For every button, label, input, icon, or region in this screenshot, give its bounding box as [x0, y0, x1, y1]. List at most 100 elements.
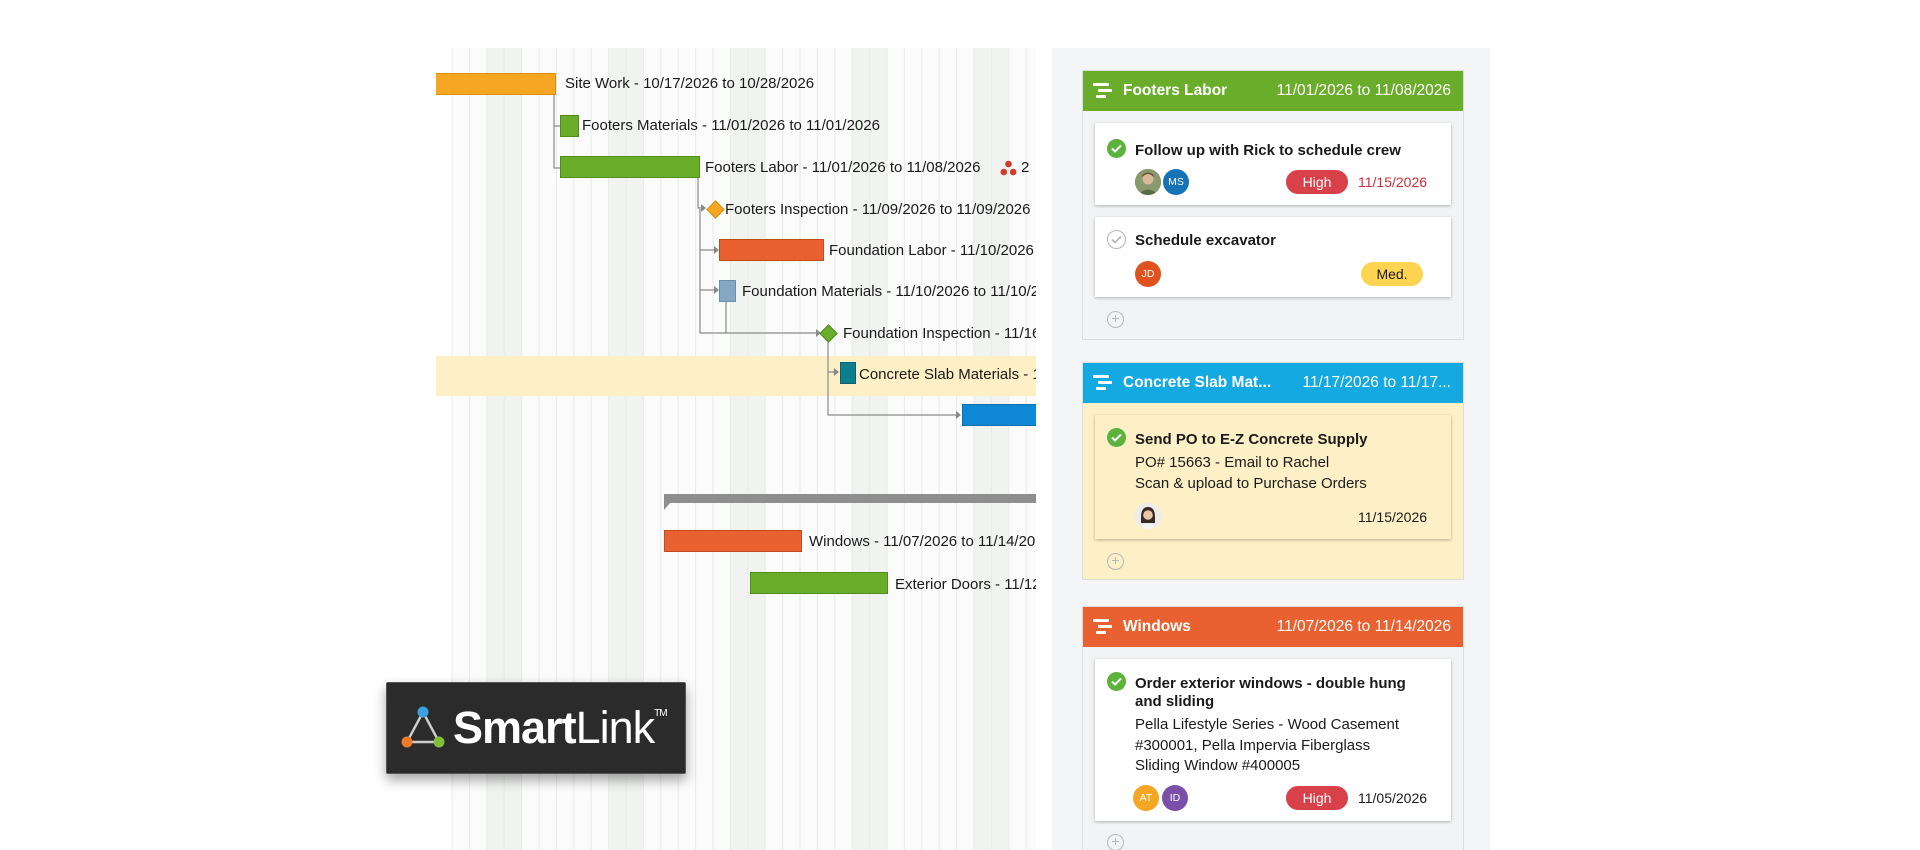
- check-done-icon[interactable]: [1107, 139, 1126, 158]
- task-title: Follow up with Rick to schedule crew: [1135, 142, 1401, 159]
- grid-column: [904, 48, 922, 850]
- task-desc: Sliding Window #400005: [1135, 757, 1301, 774]
- gantt-bar-concrete-slab[interactable]: [962, 404, 1036, 426]
- add-task-icon[interactable]: +: [1107, 834, 1124, 850]
- smartlink-logo-icon: [401, 706, 445, 748]
- risk-count: 2: [1021, 159, 1030, 176]
- grid-column: [521, 48, 539, 850]
- grid-column: [573, 48, 592, 850]
- task-group-windows: Windows 11/07/2026 to 11/14/2026 Order e…: [1082, 606, 1464, 850]
- due-date: 11/05/2026: [1358, 790, 1428, 806]
- gantt-bar-footers-labor[interactable]: [560, 156, 700, 178]
- gantt-label: Windows - 11/07/2026 to 11/14/2026: [809, 533, 1036, 550]
- grid-column: [678, 48, 696, 850]
- group-dates: 11/07/2026 to 11/14/2026: [1276, 618, 1451, 635]
- grid-column: [486, 48, 505, 850]
- task-desc: Scan & upload to Purchase Orders: [1135, 475, 1367, 492]
- due-date: 11/15/2026: [1358, 174, 1428, 190]
- priority-badge[interactable]: High: [1286, 170, 1348, 194]
- group-dates: 11/01/2026 to 11/08/2026: [1276, 82, 1451, 99]
- task-desc: #300001, Pella Impervia Fiberglass: [1135, 737, 1371, 754]
- priority-badge[interactable]: Med.: [1361, 262, 1423, 286]
- add-task-icon[interactable]: +: [1107, 311, 1124, 328]
- grid-column: [626, 48, 644, 850]
- grid-column: [956, 48, 974, 850]
- gantt-label: Footers Materials - 11/01/2026 to 11/01/…: [582, 117, 880, 134]
- gantt-group-icon: [1093, 374, 1115, 392]
- grid-column: [504, 48, 522, 850]
- task-panel: Footers Labor 11/01/2026 to 11/08/2026 F…: [1052, 48, 1490, 850]
- group-header[interactable]: Windows 11/07/2026 to 11/14/2026: [1083, 607, 1463, 647]
- grid-column: [608, 48, 626, 850]
- grid-column: [991, 48, 1009, 850]
- task-title: Schedule excavator: [1135, 232, 1276, 249]
- check-done-icon[interactable]: [1107, 672, 1126, 691]
- avatar-initials: AT: [1133, 785, 1159, 811]
- group-title: Concrete Slab Mat...: [1123, 374, 1272, 391]
- avatar-initials: ID: [1162, 785, 1188, 811]
- avatar-photo: [1135, 503, 1161, 529]
- task-group-concrete-slab-materials: Concrete Slab Mat... 11/17/2026 to 11/17…: [1082, 362, 1464, 580]
- task-group-footers-labor: Footers Labor 11/01/2026 to 11/08/2026 F…: [1082, 70, 1464, 340]
- gantt-label: Foundation Materials - 11/10/2026 to 11/…: [742, 283, 1036, 300]
- gantt-label: Foundation Inspection - 11/16/2026 to 11…: [843, 325, 1036, 342]
- check-todo-icon[interactable]: [1107, 230, 1126, 249]
- grid-column: [869, 48, 887, 850]
- group-header[interactable]: Footers Labor 11/01/2026 to 11/08/2026: [1083, 71, 1463, 111]
- smartlink-logo-text: SmartLinkTM: [453, 702, 668, 753]
- grid-column: [974, 48, 992, 850]
- risk-icon: [1000, 160, 1017, 175]
- priority-badge[interactable]: High: [1286, 786, 1348, 810]
- gantt-bar-foundation-labor[interactable]: [719, 239, 824, 261]
- gantt-label: Site Work - 10/17/2026 to 10/28/2026: [565, 75, 815, 92]
- gantt-label: Footers Labor - 11/01/2026 to 11/08/2026: [705, 159, 981, 176]
- check-done-icon[interactable]: [1107, 428, 1126, 447]
- task-title: Order exterior windows - double hung: [1135, 675, 1406, 692]
- group-header[interactable]: Concrete Slab Mat... 11/17/2026 to 11/17…: [1083, 363, 1463, 403]
- gantt-chart: Site Work - 10/17/2026 to 10/28/2026 Foo…: [436, 48, 1036, 850]
- grid-column: [852, 48, 870, 850]
- grid-column: [939, 48, 957, 850]
- gantt-row-highlight: [436, 356, 1036, 396]
- gantt-bar-concrete-slab-materials[interactable]: [840, 362, 856, 384]
- gantt-bar-foundation-materials[interactable]: [719, 280, 736, 302]
- grid-column: [1008, 48, 1027, 850]
- task-card[interactable]: Order exterior windows - double hung and…: [1095, 659, 1451, 821]
- task-card[interactable]: Send PO to E-Z Concrete Supply PO# 15663…: [1095, 415, 1451, 539]
- task-title: and sliding: [1135, 693, 1215, 710]
- gantt-group-icon: [1093, 82, 1115, 100]
- due-date: 11/15/2026: [1358, 509, 1428, 525]
- grid-column: [539, 48, 557, 850]
- grid-column: [452, 48, 470, 850]
- task-desc: Pella Lifestyle Series - Wood Casement: [1135, 716, 1400, 733]
- group-dates: 11/17/2026 to 11/17...: [1302, 374, 1451, 391]
- grid-column: [1026, 48, 1036, 850]
- gantt-label: Footers Inspection - 11/09/2026 to 11/09…: [725, 201, 1031, 218]
- add-task-icon[interactable]: +: [1107, 553, 1124, 570]
- grid-column: [887, 48, 905, 850]
- avatar-initials: JD: [1135, 261, 1161, 287]
- group-title: Windows: [1123, 618, 1191, 635]
- grid-column: [591, 48, 609, 850]
- gantt-summary-bar[interactable]: [664, 494, 1036, 503]
- avatar-initials: MS: [1163, 169, 1189, 195]
- gantt-bar-windows[interactable]: [664, 530, 802, 552]
- grid-column: [469, 48, 487, 850]
- task-card[interactable]: Schedule excavator JD Med.: [1095, 217, 1451, 297]
- group-title: Footers Labor: [1123, 82, 1228, 99]
- risk-indicator[interactable]: 2: [1000, 159, 1029, 176]
- gantt-bar-exterior-doors[interactable]: [750, 572, 888, 594]
- task-card[interactable]: Follow up with Rick to schedule crew MS …: [1095, 123, 1451, 205]
- avatar-photo: [1135, 169, 1161, 195]
- gantt-bar-site-work[interactable]: [436, 73, 556, 95]
- smartlink-logo: SmartLinkTM: [386, 682, 686, 774]
- gantt-bar-footers-materials[interactable]: [560, 115, 579, 137]
- gantt-label: Foundation Labor - 11/10/2026 to 11/14/2…: [829, 242, 1036, 259]
- gantt-label: Concrete Slab Materials - 11/17/2026 to …: [859, 366, 1036, 383]
- grid-column: [921, 48, 940, 850]
- task-title: Send PO to E-Z Concrete Supply: [1135, 431, 1368, 448]
- grid-column: [660, 48, 679, 850]
- grid-column: [643, 48, 661, 850]
- task-desc: PO# 15663 - Email to Rachel: [1135, 454, 1330, 471]
- gantt-label: Exterior Doors - 11/12/2026 to 11/19/202…: [895, 576, 1036, 593]
